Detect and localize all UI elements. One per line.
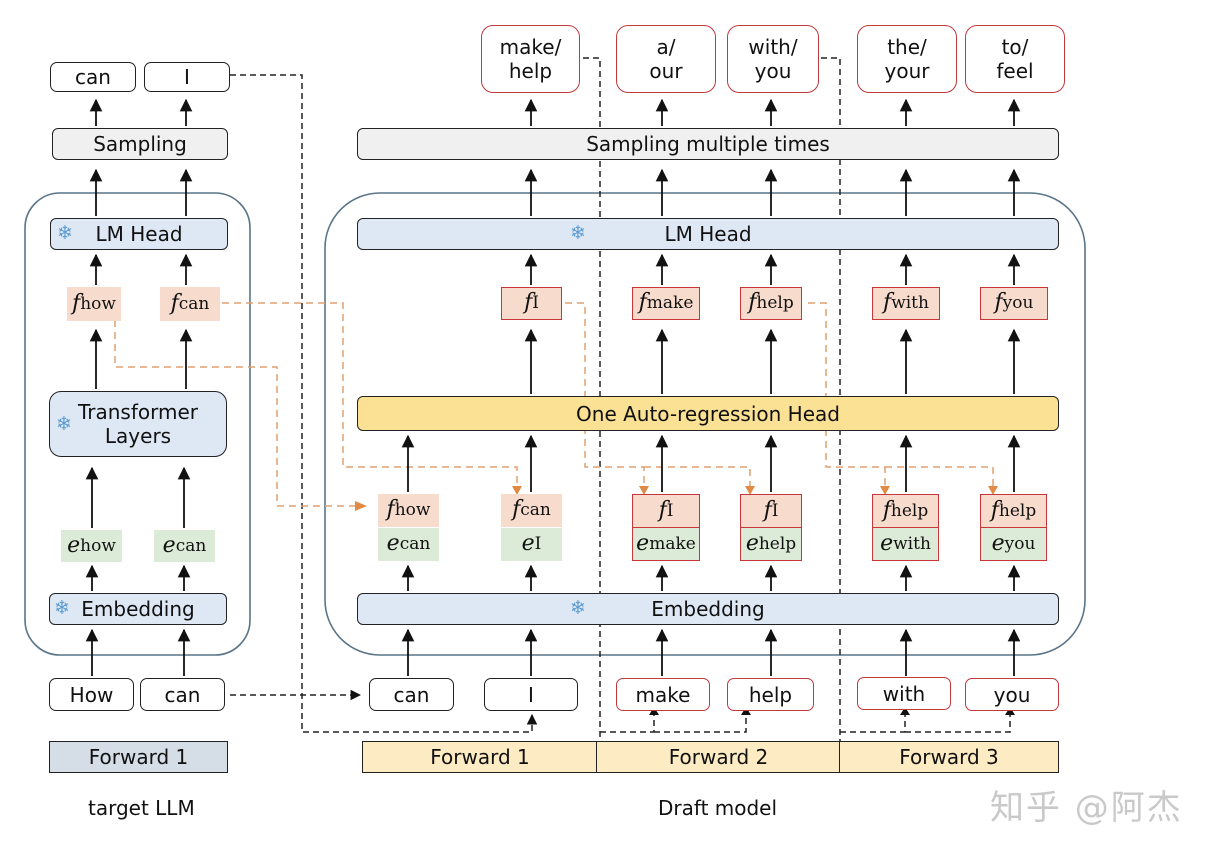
draft-input-token: with (857, 677, 951, 710)
draft-forward-3: Forward 3 (839, 741, 1059, 773)
target-output-token: I (144, 62, 230, 92)
snowflake-frozen-icon: ❄ (56, 413, 72, 435)
draft-output-candidates: a/our (616, 25, 716, 93)
target-lm-head-block: ❄ LM Head (50, 218, 228, 250)
draft-input-token: you (965, 678, 1059, 711)
target-transformer-layers-block: ❄ Transformer Layers (49, 391, 227, 457)
route-withyou-to-inputs (821, 57, 1011, 745)
draft-sampling-block: Sampling multiple times (357, 128, 1059, 160)
draft-input-token: can (369, 678, 454, 711)
snowflake-frozen-icon: ❄ (570, 222, 586, 244)
draft-forward-2: Forward 2 (596, 741, 841, 773)
draft-output-candidates: the/your (857, 25, 957, 93)
target-output-token: can (50, 62, 136, 92)
route-f-I (565, 302, 751, 487)
draft-embedding-block: ❄ Embedding (357, 593, 1059, 625)
route-makehelp-to-inputs (583, 57, 747, 745)
route-f-how (114, 320, 355, 507)
target-sampling-block: Sampling (52, 128, 228, 160)
route-f-help (808, 302, 994, 487)
draft-model-container (324, 192, 1086, 656)
snowflake-frozen-icon: ❄ (570, 597, 586, 619)
draft-input-token: make (616, 678, 710, 711)
snowflake-frozen-icon: ❄ (54, 597, 70, 619)
target-embedding-block: ❄ Embedding (49, 593, 227, 625)
snowflake-frozen-icon: ❄ (57, 222, 73, 244)
draft-forward-1: Forward 1 (362, 741, 598, 773)
draft-input-token: help (727, 678, 814, 711)
target-input-token: can (140, 678, 225, 711)
auto-regression-head-block: One Auto-regression Head (357, 396, 1059, 431)
watermark: 知乎 @阿杰 (990, 788, 1183, 828)
draft-lm-head-block: ❄ LM Head (357, 218, 1059, 250)
route-target-I-to-draft-I (230, 74, 538, 733)
draft-output-candidates: with/you (727, 25, 819, 93)
route-f-can (222, 302, 518, 487)
target-model-container (24, 192, 251, 656)
draft-output-candidates: to/feel (965, 25, 1065, 93)
draft-input-token: I (484, 678, 578, 711)
draft-output-candidates: make/help (481, 25, 580, 93)
target-forward-label: Forward 1 (49, 741, 228, 773)
draft-model-caption: Draft model (658, 796, 778, 820)
target-input-token: How (49, 678, 134, 711)
target-llm-caption: target LLM (88, 796, 195, 820)
